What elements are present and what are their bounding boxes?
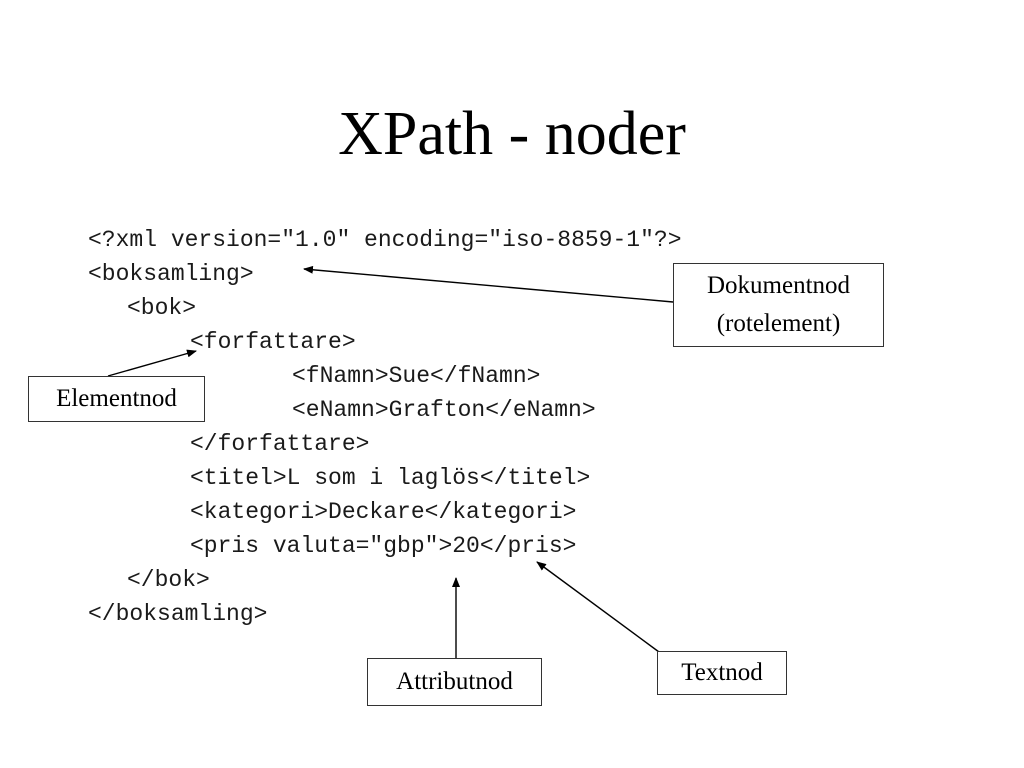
dokumentnod-label: Dokumentnod xyxy=(706,272,851,299)
textnod-label-box: Textnod xyxy=(657,651,787,695)
elementnod-arrow xyxy=(107,349,197,377)
textnod-arrow xyxy=(536,561,660,653)
code-line-enamn: <eNamn>Grafton</eNamn> xyxy=(292,397,596,423)
code-line-boksamling-open: <boksamling> xyxy=(88,261,254,287)
elementnod-label: Elementnod xyxy=(56,385,177,412)
slide-title: XPath - noder xyxy=(338,100,686,168)
textnod-label: Textnod xyxy=(681,659,763,686)
code-line-fnamn: <fNamn>Sue</fNamn> xyxy=(292,363,541,389)
code-line-kategori: <kategori>Deckare</kategori> xyxy=(190,499,577,525)
dokumentnod-label-box: Dokumentnod (rotelement) xyxy=(673,263,884,347)
code-line-forfattare-close: </forfattare> xyxy=(190,431,370,457)
elementnod-label-box: Elementnod xyxy=(28,376,205,422)
dokumentnod-arrow xyxy=(303,265,674,303)
code-line-titel: <titel>L som i laglös</titel> xyxy=(190,465,591,491)
code-line-bok-open: <bok> xyxy=(127,295,197,321)
code-line-bok-close: </bok> xyxy=(127,567,210,593)
attributnod-label-box: Attributnod xyxy=(367,658,542,706)
code-line-pris: <pris valuta="gbp">20</pris> xyxy=(190,533,577,559)
rotelement-label: (rotelement) xyxy=(716,310,841,337)
code-line-forfattare-open: <forfattare> xyxy=(190,329,356,355)
attributnod-label: Attributnod xyxy=(396,668,513,695)
code-line-boksamling-close: </boksamling> xyxy=(88,601,268,627)
code-line-xml-declaration: <?xml version="1.0" encoding="iso-8859-1… xyxy=(88,227,682,253)
